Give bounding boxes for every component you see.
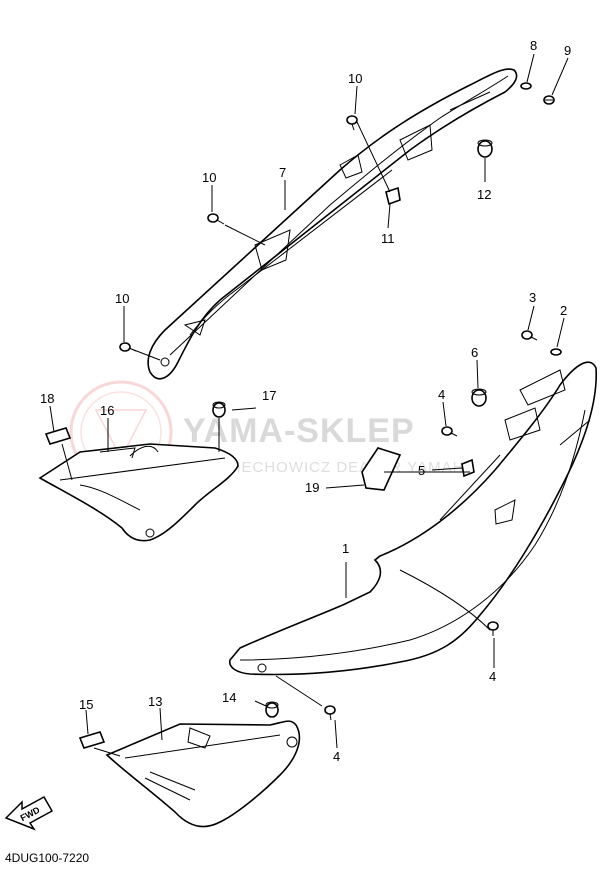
callout-5: 5 [418, 463, 425, 478]
part-8-washer [520, 82, 532, 90]
callout-10-top: 10 [348, 71, 362, 86]
part-12-grommet [477, 139, 493, 158]
callout-17: 17 [262, 388, 276, 403]
callout-3: 3 [529, 290, 536, 305]
callout-18: 18 [40, 391, 54, 406]
part-2-washer [550, 348, 562, 356]
callout-19: 19 [305, 480, 319, 495]
fwd-arrow-icon: FWD [4, 795, 54, 831]
callout-14: 14 [222, 690, 236, 705]
callout-13: 13 [148, 694, 162, 709]
part-6-grommet [471, 388, 487, 407]
callout-8: 8 [530, 38, 537, 53]
part-15-pad [78, 731, 106, 749]
part-14-grommet [265, 701, 279, 718]
callout-2: 2 [560, 303, 567, 318]
part-13-lower-cover [105, 720, 301, 828]
part-11-clip [385, 186, 401, 206]
callout-6: 6 [471, 345, 478, 360]
part-16-left-cover [38, 443, 239, 542]
watermark: YAMA-SKLEP MECHOWICZ DEALER YAMAHY [69, 380, 475, 484]
callouts: 8 9 10 7 10 12 11 10 3 2 6 4 17 18 16 5 … [40, 38, 571, 764]
screw-10a [346, 115, 358, 131]
part-7-upper-rail [147, 68, 518, 380]
callout-10-middle: 10 [202, 170, 216, 185]
watermark-subtitle: MECHOWICZ DEALER YAMAHY [228, 459, 475, 476]
screw-10c [119, 342, 137, 352]
screw-3 [521, 330, 538, 341]
screw-4c [324, 705, 336, 721]
callout-7: 7 [279, 165, 286, 180]
callout-11: 11 [381, 231, 395, 246]
screw-4a [441, 426, 458, 437]
screw-9 [543, 95, 555, 105]
callout-10-lower: 10 [115, 291, 129, 306]
callout-15: 15 [79, 697, 93, 712]
callout-1: 1 [342, 541, 349, 556]
callout-4-right: 4 [489, 669, 496, 684]
screw-10b [207, 213, 225, 225]
screw-4b [487, 621, 499, 636]
part-17-grommet [212, 401, 226, 418]
leader-lines [49, 53, 569, 757]
callout-9: 9 [564, 43, 571, 58]
screws [119, 95, 555, 721]
callout-16: 16 [100, 403, 114, 418]
callout-4-bottom: 4 [333, 749, 340, 764]
callout-4-upper: 4 [438, 387, 445, 402]
callout-12: 12 [477, 187, 491, 202]
part-19-decal [361, 447, 402, 491]
part-1-side-cover [228, 361, 597, 676]
watermark-brand: YAMA-SKLEP [183, 412, 415, 450]
part-18-pad [44, 427, 72, 445]
diagram-code: 4DUG100-7220 [5, 851, 89, 865]
